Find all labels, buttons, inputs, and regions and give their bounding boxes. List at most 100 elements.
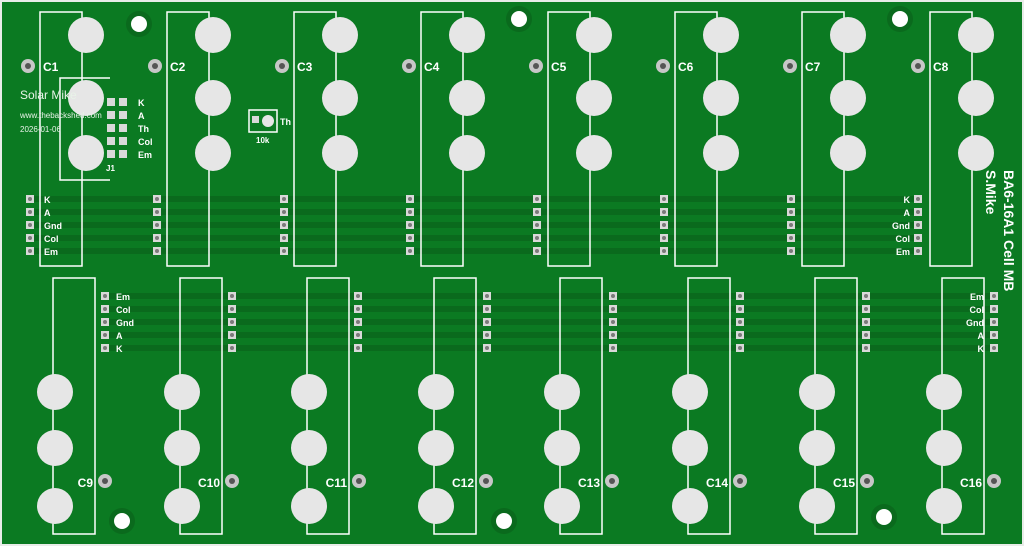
cell-pad [68,17,104,53]
cell-label-c11: C11 [326,476,348,490]
bus-pad-bottom-drill [485,333,489,337]
cell-label-c14: C14 [706,476,728,490]
cell-pad [195,17,231,53]
bus-trace-bottom [105,332,995,338]
mounting-hole [496,513,512,529]
tab-hole-drill [915,63,921,69]
bus-pad-bottom-drill [864,346,868,350]
bus-pad-top-drill [535,210,539,214]
cell-pad [830,17,866,53]
cell-pad [703,135,739,171]
cell-pad [544,374,580,410]
cell-pad [830,135,866,171]
cell-label-c12: C12 [452,476,474,490]
bus-pad-top-drill [155,197,159,201]
j1-label: J1 [106,164,115,173]
mounting-hole [114,513,130,529]
bus-trace-bottom [105,306,995,312]
bus-pad-bottom-drill [356,333,360,337]
bus-pad-bottom-drill [103,294,107,298]
mounting-hole [511,11,527,27]
cell-pad [418,374,454,410]
cell-pad [672,488,708,524]
bus-pad-bottom-drill [992,307,996,311]
tab-hole-drill [991,478,997,484]
bus-label-right-bottom: K [978,344,985,354]
bus-pad-bottom-drill [103,333,107,337]
bus-pad-bottom-drill [230,333,234,337]
cell-pad [322,80,358,116]
mounting-hole [131,16,147,32]
bus-pad-top-drill [408,210,412,214]
bus-pad-bottom-drill [230,320,234,324]
cell-pad [958,17,994,53]
bus-pad-top-drill [408,197,412,201]
bus-pad-bottom-drill [103,346,107,350]
cell-pad [830,80,866,116]
bus-pad-bottom-drill [485,307,489,311]
cell-pad [672,430,708,466]
j1-pin [119,98,127,106]
thermistor-label: Th [280,117,291,127]
cell-pad [164,430,200,466]
bus-pad-bottom-drill [738,307,742,311]
bus-pad-top-drill [916,236,920,240]
tab-hole-drill [25,63,31,69]
bus-pad-bottom-drill [738,294,742,298]
bus-label-left-bottom: Em [116,292,130,302]
bus-label-right: Em [896,247,910,257]
cell-pad [164,374,200,410]
bus-traces [26,195,998,352]
bus-trace-top [30,248,920,254]
j1-pin [119,137,127,145]
cell-label-c4: C4 [424,60,440,74]
bus-label-right: K [904,195,911,205]
cell-pad [576,17,612,53]
cell-pad [418,488,454,524]
j1-outline [59,77,110,181]
bus-label-left-bottom: Gnd [116,318,134,328]
bus-pad-top-drill [155,236,159,240]
thermistor-pad [252,116,259,123]
bus-pad-bottom-drill [864,294,868,298]
bus-pad-top-drill [155,210,159,214]
cell-pad [576,80,612,116]
cell-label-c15: C15 [833,476,855,490]
bus-label-right: Col [896,234,911,244]
bus-pad-bottom-drill [356,320,360,324]
cell-pad [291,430,327,466]
bus-pad-top-drill [662,249,666,253]
j1-pin [107,111,115,119]
bus-trace-bottom [105,319,995,325]
bus-pad-top-drill [535,223,539,227]
tab-hole-drill [609,478,615,484]
bus-trace-top [30,209,920,215]
bus-pad-bottom-drill [864,333,868,337]
cell-pad [958,80,994,116]
cell-pad [37,430,73,466]
j1-pin-label: Em [138,150,152,160]
cell-pad [926,488,962,524]
j1-pin [107,98,115,106]
cell-label-c7: C7 [805,60,821,74]
maker-name: Solar Mike [20,88,77,102]
bus-pad-top-drill [408,249,412,253]
bus-pad-bottom-drill [230,307,234,311]
tab-hole-drill [152,63,158,69]
j1-pin [107,150,115,158]
tab-hole-drill [279,63,285,69]
bus-pad-top-drill [789,236,793,240]
bus-pad-top-drill [916,223,920,227]
tab-hole-drill [406,63,412,69]
j1-pin [119,124,127,132]
cell-label-c13: C13 [578,476,600,490]
cell-pad [449,17,485,53]
bus-pad-bottom-drill [992,333,996,337]
bus-pad-top-drill [916,249,920,253]
bus-label-left: Em [44,247,58,257]
tab-hole-drill [787,63,793,69]
cell-pad [322,17,358,53]
